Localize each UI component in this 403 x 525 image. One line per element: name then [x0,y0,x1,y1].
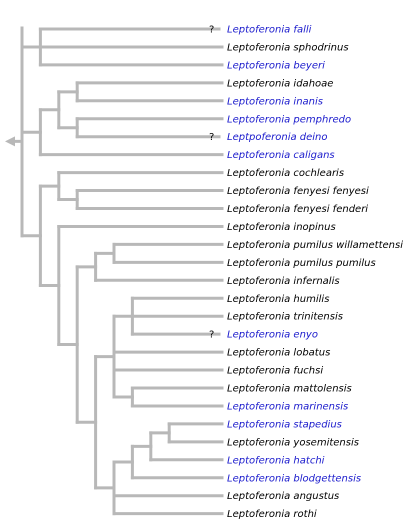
taxon-label[interactable]: Leptoferonia enyo [227,330,318,341]
taxon-label[interactable]: Leptoferonia falli [227,25,312,36]
taxon-label: Leptoferonia rothi [227,509,317,520]
taxon-label[interactable]: Leptoferonia blodgettensis [227,473,361,484]
taxon-label: Leptoferonia trinitensis [227,312,343,323]
taxon-label[interactable]: Leptoferonia inanis [227,96,323,107]
tree-branches [13,26,224,516]
taxon-label: Leptoferonia fenyesi fenderi [227,204,368,215]
taxon-label: Leptoferonia humilis [227,294,329,305]
taxon-label: Leptoferonia pumilus pumilus [227,258,376,269]
taxon-label: Leptoferonia infernalis [227,276,340,287]
tree-leaves: Leptoferonia falli? Leptoferonia sphodrin… [209,25,403,521]
taxon-label: Leptoferonia yosemitensis [227,437,359,448]
taxon-label[interactable]: Leptoferonia pemphredo [227,114,351,125]
taxon-label: Leptoferonia lobatus [227,348,330,359]
taxon-label[interactable]: Leptoferonia beyeri [227,60,325,71]
taxon-label: Leptoferonia idahoae [227,78,333,89]
taxon-label: Leptoferonia sphodrinus [227,42,349,53]
taxon-label[interactable]: Leptoferonia stapedius [227,419,342,430]
uncertain-placement-mark: ? [209,132,214,143]
taxon-label[interactable]: Leptoferonia caligans [227,150,335,161]
taxon-label: Leptoferonia pumilus willamettensis [227,240,403,251]
taxon-label: Leptoferonia fenyesi fenyesi [227,186,369,197]
taxon-label: Leptoferonia inopinus [227,222,336,233]
taxon-label: Leptoferonia fuchsi [227,366,323,377]
uncertain-placement-mark: ? [209,330,214,341]
uncertain-placement-mark: ? [209,25,214,36]
taxon-label[interactable]: Leptoferonia hatchi [227,455,325,466]
taxon-label: Leptoferonia angustus [227,491,339,502]
taxon-label[interactable]: Leptoferonia marinensis [227,401,348,412]
left-triangle-icon[interactable] [5,136,15,147]
taxon-label: Leptoferonia mattolensis [227,384,352,395]
taxon-label[interactable]: Leptpoferonia deino [227,132,328,143]
taxon-label: Leptoferonia cochlearis [227,168,344,179]
